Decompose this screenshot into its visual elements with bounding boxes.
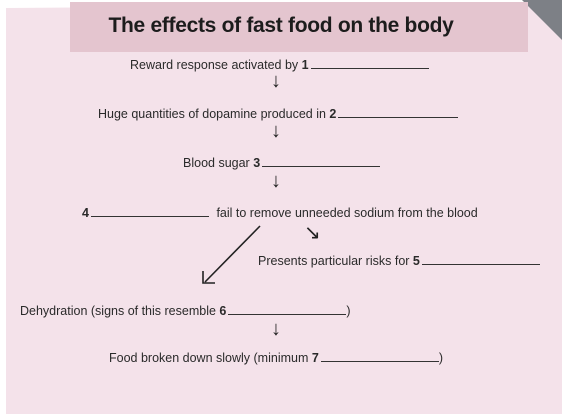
down-arrow-2: ↓ <box>271 120 281 142</box>
step-6-text: Dehydration (signs of this resemble <box>20 304 216 318</box>
step-2-text: Huge quantities of dopamine produced in <box>98 107 326 121</box>
step-3-text: Blood sugar <box>183 156 250 170</box>
page-corner <box>522 0 562 40</box>
step-1: Reward response activated by 1 <box>130 56 429 72</box>
step-6: Dehydration (signs of this resemble 6) <box>20 302 351 318</box>
diagonal-arrow-line <box>204 225 261 283</box>
answer-blank-4[interactable] <box>90 204 209 217</box>
step-4: 4 fail to remove unneeded sodium from th… <box>82 204 478 220</box>
step-3-number: 3 <box>253 156 261 170</box>
step-5-number: 5 <box>412 254 420 268</box>
step-2-number: 2 <box>329 107 337 121</box>
answer-blank-7[interactable] <box>320 349 439 362</box>
step-4-number: 4 <box>82 206 89 220</box>
step-7: Food broken down slowly (minimum 7) <box>109 349 443 365</box>
step-2: Huge quantities of dopamine produced in … <box>98 105 459 121</box>
answer-blank-6[interactable] <box>228 302 347 315</box>
step-7-number: 7 <box>311 351 319 365</box>
answer-blank-3[interactable] <box>262 154 381 167</box>
diagonal-arrow-head <box>202 271 215 284</box>
step-6-number: 6 <box>219 304 227 318</box>
step-6-close-paren: ) <box>346 304 351 318</box>
diag-arrow-right: ↘ <box>304 222 321 244</box>
page-title: The effects of fast food on the body <box>108 14 454 37</box>
answer-blank-2[interactable] <box>338 105 459 118</box>
step-4-text: fail to remove unneeded sodium from the … <box>216 206 478 220</box>
step-1-number: 1 <box>301 58 309 72</box>
answer-blank-5[interactable] <box>421 252 540 265</box>
step-5-text: Presents particular risks for <box>258 254 410 268</box>
step-5: Presents particular risks for 5 <box>258 252 540 268</box>
down-arrow-3: ↓ <box>271 170 281 192</box>
title-band <box>70 2 528 52</box>
down-arrow-4: ↓ <box>271 318 281 340</box>
step-1-text: Reward response activated by <box>130 58 299 72</box>
step-3: Blood sugar 3 <box>183 154 381 170</box>
down-arrow-1: ↓ <box>271 70 281 92</box>
step-7-text: Food broken down slowly (minimum <box>109 351 309 365</box>
answer-blank-1[interactable] <box>310 56 429 69</box>
step-7-close-paren: ) <box>438 351 443 365</box>
